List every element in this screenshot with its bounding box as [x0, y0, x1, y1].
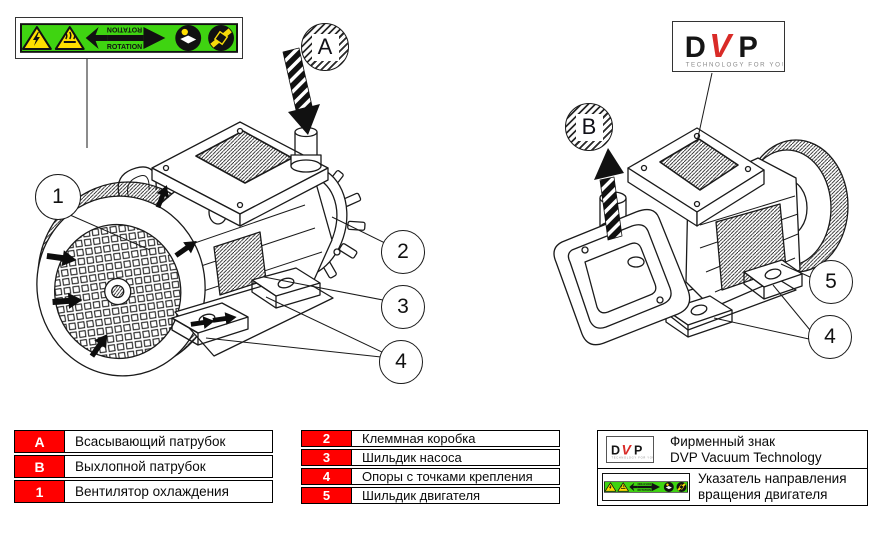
legend-value: Вентилятор охлаждения — [75, 484, 229, 499]
legend-key: 3 — [302, 450, 352, 465]
exhaust-arrow — [594, 148, 624, 241]
pump-figure-right — [553, 127, 849, 346]
legend-value: Шильдик насоса — [362, 450, 462, 465]
legend-row: Фирменный знак DVP Vacuum Technology — [598, 431, 867, 468]
legend-table-marks: Фирменный знак DVP Vacuum Technology Ука… — [597, 430, 868, 506]
callout-view-b-label: B — [575, 113, 603, 141]
legend-value: Выхлопной патрубок — [75, 459, 206, 474]
legend-key: 4 — [302, 469, 352, 484]
callout-view-a: A — [301, 23, 349, 71]
legend-key: 1 — [15, 481, 65, 502]
callout-4-left: 4 — [379, 340, 423, 384]
legend-value: Фирменный знак DVP Vacuum Technology — [670, 433, 822, 465]
dvp-logo-icon — [606, 436, 654, 463]
legend-key: A — [15, 431, 65, 452]
legend-value: Указатель направления вращения двигателя — [698, 471, 847, 502]
legend-row: B Выхлопной патрубок — [14, 455, 273, 478]
legend-row: 4 Опоры с точками крепления — [301, 468, 560, 485]
legend-value: Опоры с точками крепления — [362, 469, 533, 484]
legend-table-ports: A Всасывающий патрубок B Выхлопной патру… — [14, 430, 273, 505]
callout-view-b: B — [565, 103, 613, 151]
legend-key: 5 — [302, 488, 352, 503]
legend-row: Указатель направления вращения двигателя — [598, 468, 867, 505]
leader-lines — [69, 57, 811, 358]
legend-table-parts: 2 Клеммная коробка 3 Шильдик насоса 4 Оп… — [301, 430, 560, 506]
callout-2: 2 — [381, 230, 425, 274]
callout-3: 3 — [381, 285, 425, 329]
legend-row: 2 Клеммная коробка — [301, 430, 560, 447]
legend-key: B — [15, 456, 65, 477]
legend-row: A Всасывающий патрубок — [14, 430, 273, 453]
rotation-direction-label-icon — [602, 473, 690, 501]
callout-1: 1 — [35, 174, 81, 220]
callout-4-right: 4 — [808, 315, 852, 359]
callout-5: 5 — [809, 260, 853, 304]
rotation-direction-label — [15, 17, 243, 59]
legend-value: Клеммная коробка — [362, 431, 476, 446]
suction-arrow — [282, 47, 320, 135]
callout-view-a-label: A — [311, 33, 339, 61]
dvp-logo — [672, 21, 785, 72]
legend-row: 1 Вентилятор охлаждения — [14, 480, 273, 503]
legend-row: 5 Шильдик двигателя — [301, 487, 560, 504]
legend-row: 3 Шильдик насоса — [301, 449, 560, 466]
legend-key: 2 — [302, 431, 352, 446]
legend-value: Шильдик двигателя — [362, 488, 481, 503]
pump-figure-left — [36, 47, 366, 377]
legend-value: Всасывающий патрубок — [75, 434, 226, 449]
